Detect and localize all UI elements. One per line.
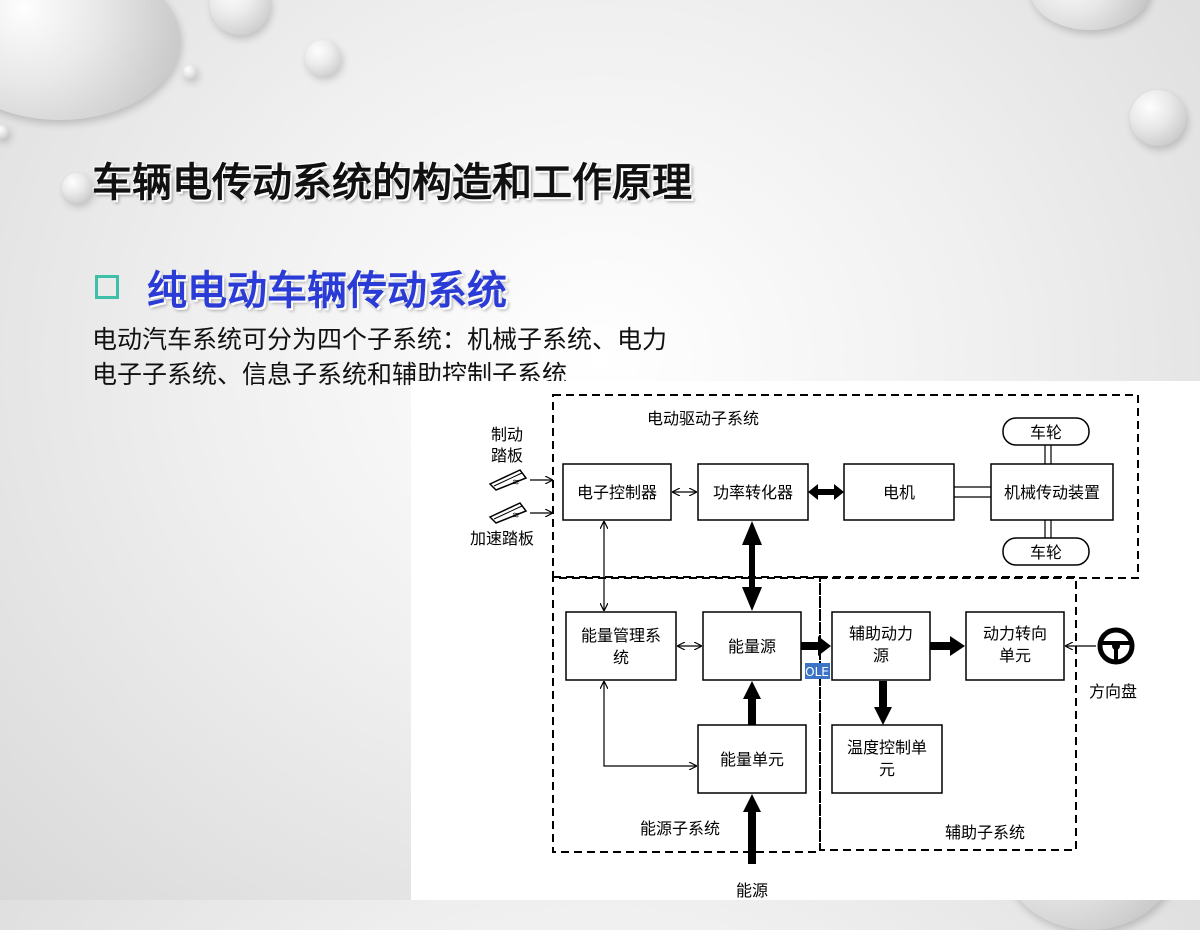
body-text: 电动汽车系统可分为四个子系统：机械子系统、电力电子子系统、信息子系统和辅助控制子… [92,325,668,389]
water-drop-decoration [0,125,9,139]
water-drop-decoration [210,0,270,35]
water-drop-decoration [62,173,92,203]
diagram-panel [411,381,1200,900]
bullet-heading: 纯电动车辆传动系统 [147,268,507,314]
water-drop-decoration [0,0,180,120]
water-drop-decoration [305,40,341,76]
slide-title: 车辆电传动系统的构造和工作原理 [92,160,692,206]
square-bullet-icon [95,275,119,299]
bullet-heading-row: 纯电动车辆传动系统 [95,258,507,316]
water-drop-decoration [183,65,197,79]
water-drop-decoration [1130,90,1186,146]
water-drop-decoration [1030,0,1150,30]
